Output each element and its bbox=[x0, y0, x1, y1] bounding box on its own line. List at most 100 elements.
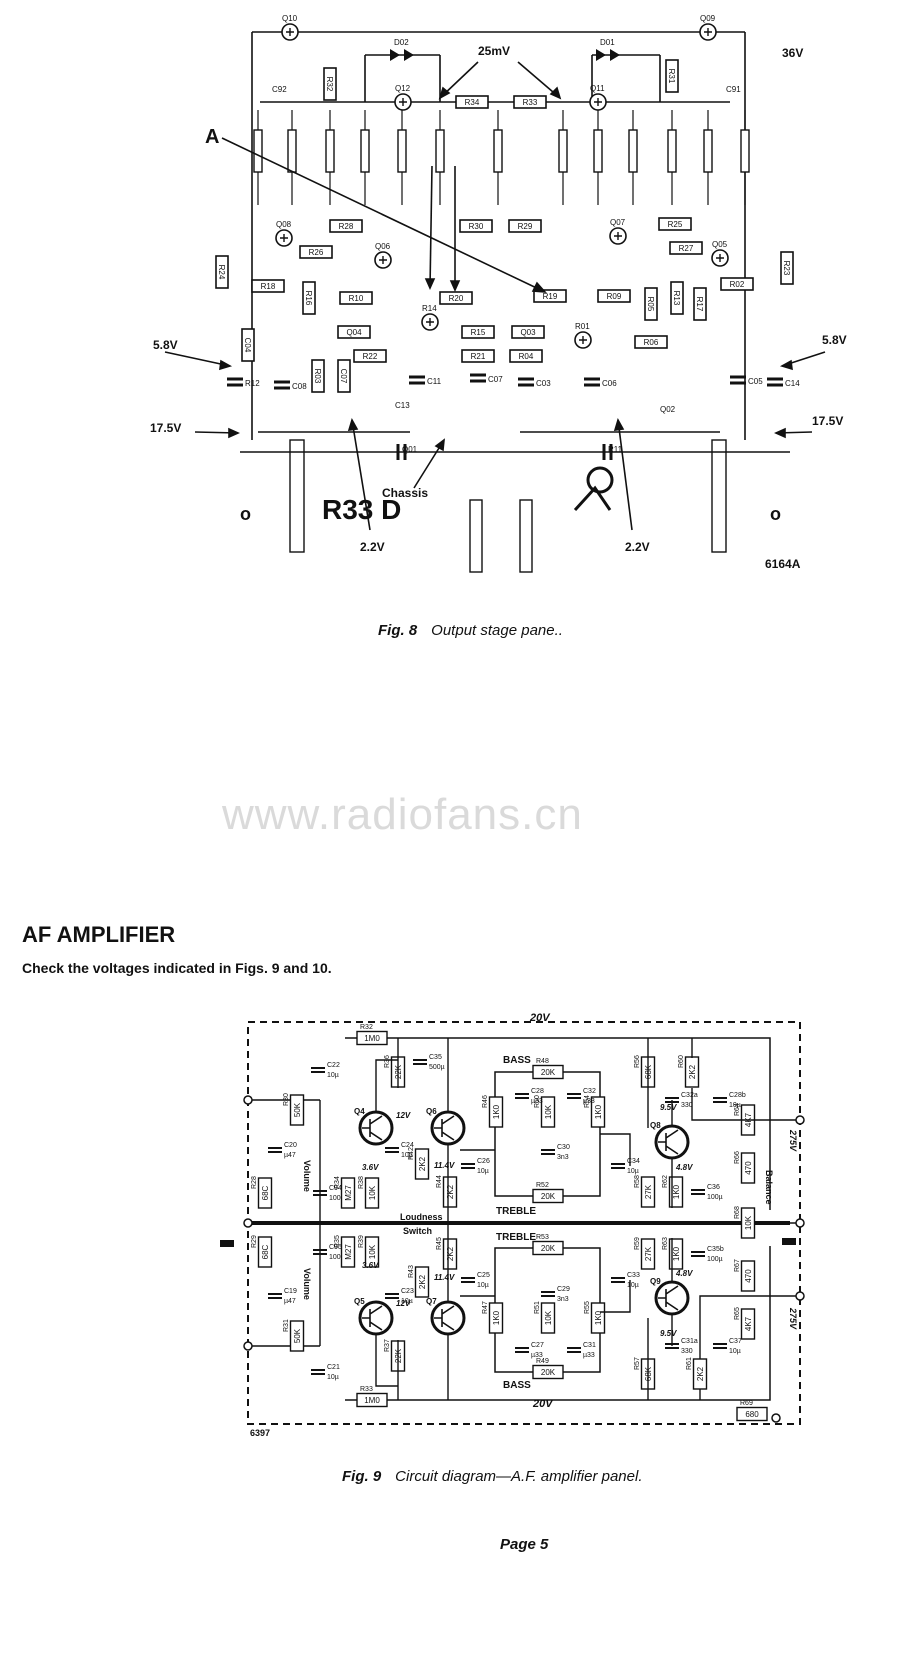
fig9-label-C28: C28 bbox=[531, 1088, 544, 1095]
fig8-label-C92: C92 bbox=[272, 85, 287, 94]
fig8-label-D01: D01 bbox=[600, 38, 615, 47]
fig8-label-R19: R19 bbox=[543, 292, 558, 301]
fig9-transistor-Q8: Q8 bbox=[650, 1121, 690, 1160]
fig8-resistor-R26: R26 bbox=[299, 245, 333, 259]
fig9-value-C34: 10µ bbox=[627, 1168, 639, 1175]
fig9-label-R59: R59 bbox=[634, 1237, 641, 1250]
fig9-voltage: 11.4V bbox=[434, 1161, 455, 1170]
fig9-label-Q9: Q9 bbox=[650, 1277, 661, 1286]
fig9-label-R32: R32 bbox=[360, 1024, 373, 1031]
fig9-code: 6397 bbox=[250, 1428, 271, 1438]
treble-bottom-label: TREBLE bbox=[496, 1232, 536, 1243]
fig9-label-R43: R43 bbox=[408, 1265, 415, 1278]
fig9-value-C19: µ47 bbox=[284, 1298, 296, 1305]
fig8-label-R04: R04 bbox=[519, 352, 534, 361]
fig9-label-R44: R44 bbox=[436, 1175, 443, 1188]
fig9-label-Q4: Q4 bbox=[354, 1107, 365, 1116]
fig9-label-R68: R68 bbox=[734, 1206, 741, 1219]
watermark: www.radiofans.cn bbox=[222, 790, 583, 839]
fig8-transistor-Q11: Q11 bbox=[589, 84, 607, 111]
fig8-resistor-R29: R29 bbox=[508, 219, 542, 233]
fig8-label-C03: C03 bbox=[536, 379, 551, 388]
fig9-label-C94: C94 bbox=[329, 1185, 342, 1192]
fig9-value-R60: 2K2 bbox=[688, 1064, 697, 1079]
fig8-label-R01: R01 bbox=[575, 322, 590, 331]
fig9-label-R55: R55 bbox=[584, 1301, 591, 1314]
fig9-value-C32a: 330 bbox=[681, 1102, 693, 1109]
fig8-label-C07: C07 bbox=[488, 375, 503, 384]
fig8-label-R22: R22 bbox=[363, 352, 378, 361]
fig8-caption-text: Output stage pane.. bbox=[431, 622, 563, 639]
fig8-label-R20: R20 bbox=[449, 294, 464, 303]
fig9-label-R45: R45 bbox=[436, 1237, 443, 1250]
fig9-value-C24: 10µ bbox=[401, 1152, 413, 1159]
fig9-value-C31a: 330 bbox=[681, 1348, 693, 1355]
fig8-label-Q02: Q02 bbox=[660, 405, 676, 414]
fig9-value-R67: 470 bbox=[744, 1269, 753, 1283]
label-25mv: 25mV bbox=[478, 44, 511, 58]
fig9-label-C25: C25 bbox=[477, 1272, 490, 1279]
fig9-voltage: 3.6V bbox=[362, 1261, 379, 1270]
fig8-label-R29: R29 bbox=[518, 222, 533, 231]
fig9-value-R33: 1M0 bbox=[364, 1396, 380, 1405]
fig9-label-R36: R36 bbox=[384, 1055, 391, 1068]
fig9-value-R42: 2K2 bbox=[418, 1156, 427, 1171]
fig9-label-C36: C36 bbox=[707, 1184, 720, 1191]
fig8-label-Q05: Q05 bbox=[712, 240, 728, 249]
fig9-cap-C35b: C35b 100µ bbox=[691, 1246, 724, 1263]
fig8-label-R28: R28 bbox=[339, 222, 354, 231]
fig8-label-R14: R14 bbox=[422, 304, 437, 313]
fig8-resistor-R13: R13 bbox=[670, 281, 684, 315]
fig9-value-R28: 68C bbox=[261, 1185, 270, 1200]
fig9-label-C30: C30 bbox=[557, 1144, 570, 1151]
fig8-resistor-R02: R02 bbox=[720, 277, 754, 291]
fig8-cap-C03: C03 bbox=[518, 377, 551, 388]
fig8-label-R32: R32 bbox=[325, 77, 334, 92]
label-58v-left: 5.8V bbox=[153, 338, 178, 352]
fig8-resistor-R06: R06 bbox=[634, 335, 668, 349]
label-a: A bbox=[205, 126, 220, 148]
fig8-transistor-R14: R14 bbox=[421, 304, 439, 331]
fig8-resistor-Q04: Q04 bbox=[337, 325, 371, 339]
fig8-caption-num: Fig. 8 bbox=[378, 622, 418, 639]
fig9-label-C23: C23 bbox=[401, 1288, 414, 1295]
fig9-label-R62: R62 bbox=[662, 1175, 669, 1188]
fig9-label-C35b: C35b bbox=[707, 1246, 724, 1253]
fig8-label-Q10: Q10 bbox=[282, 14, 298, 23]
fig9-value-C28b: 10µ bbox=[729, 1102, 741, 1109]
fig9-value-C23: 10µ bbox=[401, 1298, 413, 1305]
fig8-label-Q04: Q04 bbox=[346, 328, 362, 337]
fig9-label-C22: C22 bbox=[327, 1062, 340, 1069]
fig9-value-C28: µ33 bbox=[531, 1098, 543, 1105]
fig8-resistor-body bbox=[397, 110, 407, 205]
fig9-value-R38: 10K bbox=[368, 1185, 377, 1200]
fig8-resistor-R32: R32 bbox=[323, 67, 337, 101]
fig9-value-R61: 2K2 bbox=[696, 1366, 705, 1381]
fig8-label-Q08: Q08 bbox=[276, 220, 292, 229]
fig9-value-C35b: 100µ bbox=[707, 1256, 723, 1263]
fig9-value-R44: 2K2 bbox=[446, 1184, 455, 1199]
fig8-label-R17: R17 bbox=[695, 297, 704, 312]
fig9-value-R52: 20K bbox=[541, 1192, 556, 1201]
fig8-resistor-R25: R25 bbox=[658, 217, 692, 231]
fig8-resistor-Q03: Q03 bbox=[511, 325, 545, 339]
fig9-value-R34: M27 bbox=[344, 1185, 353, 1201]
fig8-diode-D01: D01 bbox=[596, 38, 620, 61]
fig8-label-R23: R23 bbox=[782, 261, 791, 276]
